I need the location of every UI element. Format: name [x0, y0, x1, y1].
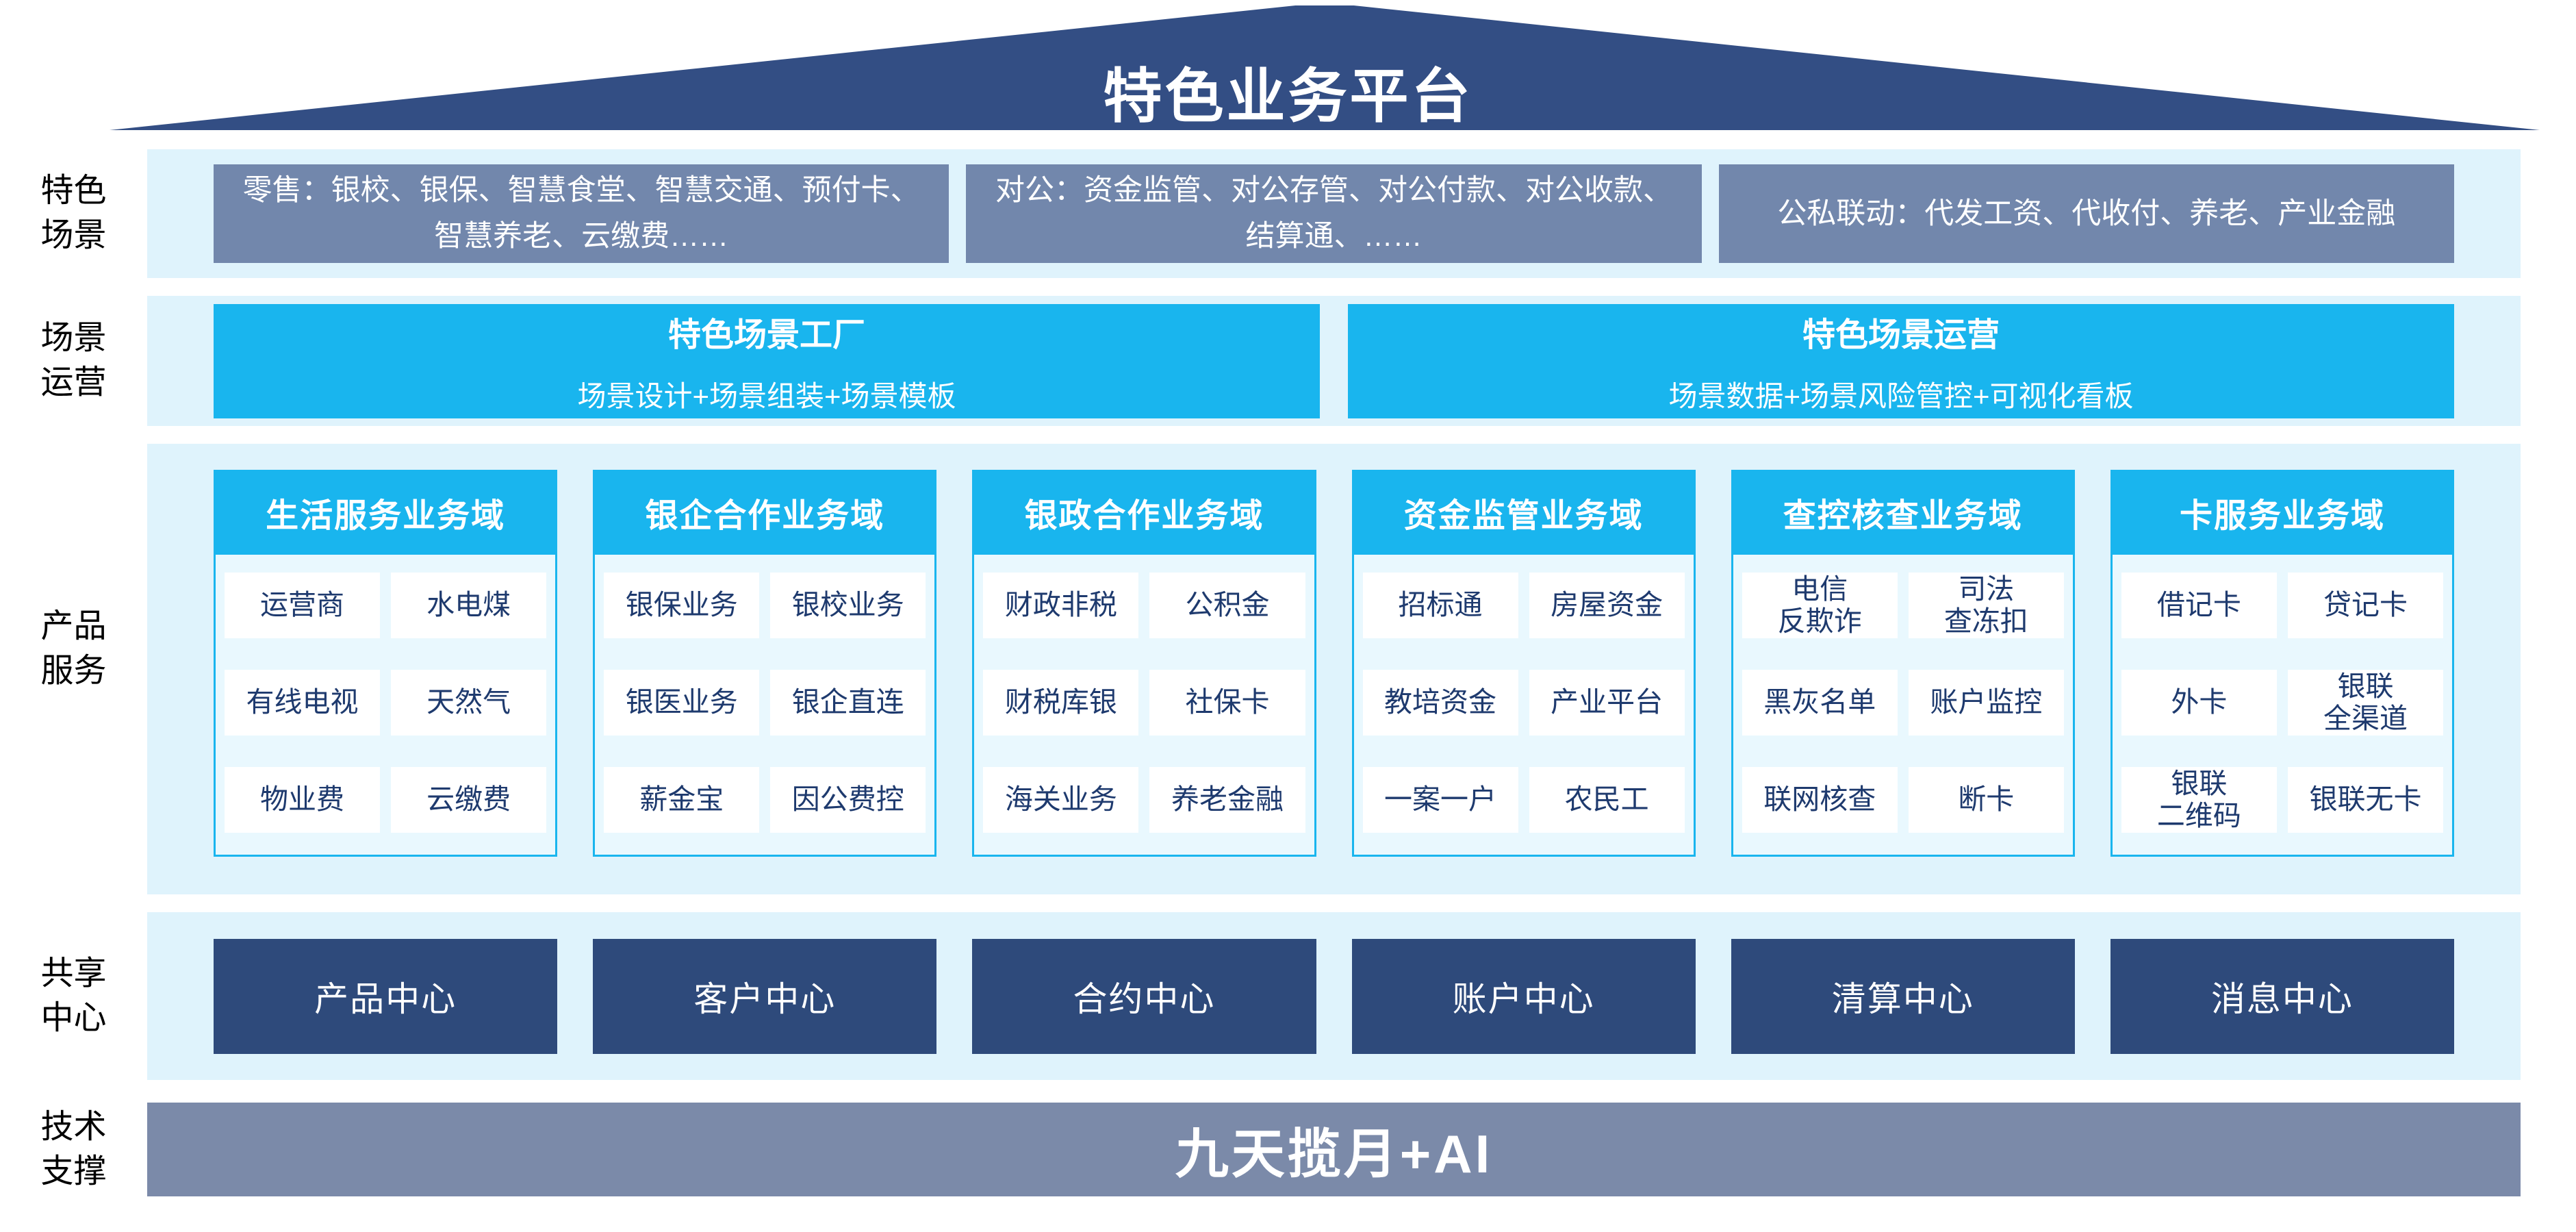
- domain-header: 卡服务业务域: [2110, 470, 2455, 555]
- domain-cell: 贷记卡: [2287, 573, 2444, 638]
- scene-factory-subtitle: 场景设计+场景组装+场景模板: [577, 379, 956, 412]
- domain-cell: 外卡: [2121, 670, 2277, 736]
- domain-fund-supervision: 资金监管业务域 招标通 房屋资金 教培资金 产业平台 一案一户 农民工: [1351, 470, 1696, 857]
- domain-cell: 联网核查: [1742, 767, 1898, 833]
- shared-centers-band: 产品中心 客户中心 合约中心 账户中心 清算中心 消息中心: [147, 912, 2521, 1080]
- domain-cell: 薪金宝: [604, 767, 760, 833]
- domain-header: 银政合作业务域: [972, 470, 1316, 555]
- domain-header: 银企合作业务域: [593, 470, 937, 555]
- domain-panel: 电信 反欺诈 司法 查冻扣 黑灰名单 账户监控 联网核查 断卡: [1731, 555, 2075, 857]
- domain-cell: 银校业务: [770, 573, 926, 638]
- domain-cell: 产业平台: [1529, 670, 1685, 736]
- center-box-clearing: 清算中心: [1731, 938, 2075, 1054]
- domain-cell: 一案一户: [1362, 767, 1518, 833]
- domain-panel: 招标通 房屋资金 教培资金 产业平台 一案一户 农民工: [1351, 555, 1696, 857]
- scene-box-corporate: 对公：资金监管、对公存管、对公付款、对公收款、结算通、……: [966, 164, 1702, 263]
- domain-cell: 房屋资金: [1529, 573, 1685, 638]
- domain-cell: 断卡: [1908, 767, 2064, 833]
- scene-operation-box: 特色场景运营 场景数据+场景风险管控+可视化看板: [1348, 303, 2454, 418]
- domain-cell: 银联无卡: [2287, 767, 2444, 833]
- domain-cell: 公积金: [1149, 573, 1305, 638]
- scene-operation-subtitle: 场景数据+场景风险管控+可视化看板: [1668, 379, 2134, 412]
- scene-box-retail: 零售：银校、银保、智慧食堂、智慧交通、预付卡、智慧养老、云缴费……: [214, 164, 949, 263]
- row-label-scene-operation: 场景 运营: [40, 320, 107, 401]
- domain-cell: 银联 全渠道: [2287, 670, 2444, 736]
- scene-factory-box: 特色场景工厂 场景设计+场景组装+场景模板: [214, 303, 1320, 418]
- domain-cell: 招标通: [1362, 573, 1518, 638]
- domain-cell: 银联 二维码: [2121, 767, 2277, 833]
- domain-cell: 运营商: [225, 573, 381, 638]
- domain-header: 资金监管业务域: [1351, 470, 1696, 555]
- row-label-special-scenes: 特色 场景: [40, 173, 107, 253]
- domain-header: 查控核查业务域: [1731, 470, 2075, 555]
- domain-cell: 银医业务: [604, 670, 760, 736]
- row-label-product-services: 产品 服务: [40, 608, 107, 689]
- domain-cell: 司法 查冻扣: [1908, 573, 2064, 638]
- domain-cell: 云缴费: [391, 767, 547, 833]
- domain-cell: 电信 反欺诈: [1742, 573, 1898, 638]
- domain-cell: 借记卡: [2121, 573, 2277, 638]
- scene-box-public-private-linkage: 公私联动：代发工资、代收付、养老、产业金融: [1718, 164, 2454, 263]
- domain-cell: 银企直连: [770, 670, 926, 736]
- domain-bank-government: 银政合作业务域 财政非税 公积金 财税库银 社保卡 海关业务 养老金融: [972, 470, 1316, 857]
- domain-panel: 财政非税 公积金 财税库银 社保卡 海关业务 养老金融: [972, 555, 1316, 857]
- domain-cell: 社保卡: [1149, 670, 1305, 736]
- row-label-tech-support: 技术 支撑: [40, 1108, 107, 1190]
- center-box-message: 消息中心: [2110, 938, 2455, 1054]
- scene-factory-title: 特色场景工厂: [667, 316, 865, 353]
- domain-inquiry-control: 查控核查业务域 电信 反欺诈 司法 查冻扣 黑灰名单 账户监控 联网核查 断卡: [1731, 470, 2075, 857]
- center-box-account: 账户中心: [1351, 938, 1696, 1054]
- domain-bank-enterprise: 银企合作业务域 银保业务 银校业务 银医业务 银企直连 薪金宝 因公费控: [593, 470, 937, 857]
- center-box-contract: 合约中心: [972, 938, 1316, 1054]
- domain-cell: 教培资金: [1362, 670, 1518, 736]
- tech-support-bar: 九天揽月+AI: [147, 1103, 2521, 1196]
- domain-cell: 银保业务: [604, 573, 760, 638]
- domain-life-services: 生活服务业务域 运营商 水电煤 有线电视 天然气 物业费 云缴费: [214, 470, 558, 857]
- domain-card-services: 卡服务业务域 借记卡 贷记卡 外卡 银联 全渠道 银联 二维码 银联无卡: [2110, 470, 2455, 857]
- scene-operation-band: 特色场景工厂 场景设计+场景组装+场景模板 特色场景运营 场景数据+场景风险管控…: [147, 296, 2521, 426]
- diagram-title: 特色业务平台: [1103, 64, 1473, 129]
- special-scenes-band: 零售：银校、银保、智慧食堂、智慧交通、预付卡、智慧养老、云缴费…… 对公：资金监…: [147, 149, 2521, 278]
- domain-cell: 黑灰名单: [1742, 670, 1898, 736]
- product-services-band: 生活服务业务域 运营商 水电煤 有线电视 天然气 物业费 云缴费 银企合作业务域…: [147, 444, 2521, 894]
- domain-cell: 账户监控: [1908, 670, 2064, 736]
- domain-cell: 天然气: [391, 670, 547, 736]
- center-box-customer: 客户中心: [593, 938, 937, 1054]
- domain-panel: 银保业务 银校业务 银医业务 银企直连 薪金宝 因公费控: [593, 555, 937, 857]
- domain-cell: 有线电视: [225, 670, 381, 736]
- domain-cell: 物业费: [225, 767, 381, 833]
- tech-platform-title: 九天揽月+AI: [1175, 1123, 1493, 1184]
- domain-cell: 养老金融: [1149, 767, 1305, 833]
- domain-cell: 财政非税: [983, 573, 1139, 638]
- domain-cell: 水电煤: [391, 573, 547, 638]
- domain-panel: 运营商 水电煤 有线电视 天然气 物业费 云缴费: [214, 555, 558, 857]
- row-label-shared-centers: 共享 中心: [40, 955, 107, 1036]
- domain-header: 生活服务业务域: [214, 470, 558, 555]
- domain-cell: 因公费控: [770, 767, 926, 833]
- center-box-product: 产品中心: [214, 938, 558, 1054]
- domain-cell: 财税库银: [983, 670, 1139, 736]
- domain-cell: 农民工: [1529, 767, 1685, 833]
- domain-panel: 借记卡 贷记卡 外卡 银联 全渠道 银联 二维码 银联无卡: [2110, 555, 2455, 857]
- domain-cell: 海关业务: [983, 767, 1139, 833]
- scene-operation-title: 特色场景运营: [1802, 316, 2000, 353]
